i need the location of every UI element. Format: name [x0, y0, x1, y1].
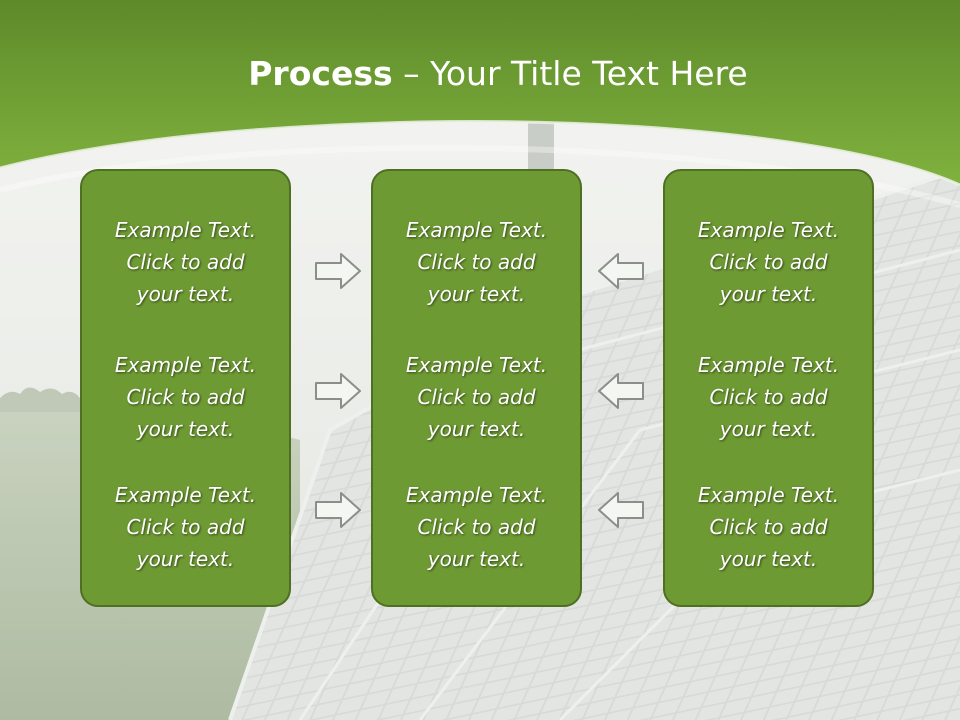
text-line: your text. — [136, 547, 235, 571]
arrow-right-icon — [313, 251, 363, 291]
text-block[interactable]: Example Text. Click to add your text. — [665, 479, 872, 575]
text-line: Example Text. — [405, 483, 548, 507]
arrow-right-icon — [313, 490, 363, 530]
arrow-right-icon — [313, 371, 363, 411]
text-line: your text. — [719, 547, 818, 571]
text-line: Example Text. — [697, 218, 840, 242]
text-line: Click to add — [709, 250, 828, 274]
text-block[interactable]: Example Text. Click to add your text. — [82, 479, 289, 575]
text-line: your text. — [719, 282, 818, 306]
text-line: Example Text. — [405, 218, 548, 242]
text-line: Click to add — [126, 385, 245, 409]
text-block[interactable]: Example Text. Click to add your text. — [373, 349, 580, 445]
text-line: your text. — [719, 417, 818, 441]
text-line: Example Text. — [114, 483, 257, 507]
slide-title[interactable]: Process – Your Title Text Here — [0, 52, 960, 96]
process-box-2[interactable]: Example Text. Click to add your text. Ex… — [371, 169, 582, 607]
text-line: your text. — [427, 417, 526, 441]
text-line: Example Text. — [405, 353, 548, 377]
arrow-left-icon — [596, 251, 646, 291]
text-block[interactable]: Example Text. Click to add your text. — [373, 479, 580, 575]
text-line: Click to add — [417, 385, 536, 409]
text-line: your text. — [136, 282, 235, 306]
text-line: Example Text. — [114, 218, 257, 242]
text-line: Click to add — [126, 515, 245, 539]
text-line: Click to add — [709, 515, 828, 539]
text-line: Click to add — [417, 515, 536, 539]
title-rest: – Your Title Text Here — [392, 54, 748, 93]
text-block[interactable]: Example Text. Click to add your text. — [665, 214, 872, 310]
arrow-left-icon — [596, 490, 646, 530]
text-line: Click to add — [417, 250, 536, 274]
text-line: your text. — [427, 547, 526, 571]
text-block[interactable]: Example Text. Click to add your text. — [82, 349, 289, 445]
process-box-3[interactable]: Example Text. Click to add your text. Ex… — [663, 169, 874, 607]
text-block[interactable]: Example Text. Click to add your text. — [665, 349, 872, 445]
text-line: Example Text. — [697, 353, 840, 377]
title-bold: Process — [248, 54, 393, 93]
text-line: Example Text. — [114, 353, 257, 377]
text-line: your text. — [427, 282, 526, 306]
text-line: your text. — [136, 417, 235, 441]
text-line: Example Text. — [697, 483, 840, 507]
arrow-left-icon — [596, 371, 646, 411]
text-line: Click to add — [709, 385, 828, 409]
process-box-1[interactable]: Example Text. Click to add your text. Ex… — [80, 169, 291, 607]
text-line: Click to add — [126, 250, 245, 274]
text-block[interactable]: Example Text. Click to add your text. — [373, 214, 580, 310]
text-block[interactable]: Example Text. Click to add your text. — [82, 214, 289, 310]
